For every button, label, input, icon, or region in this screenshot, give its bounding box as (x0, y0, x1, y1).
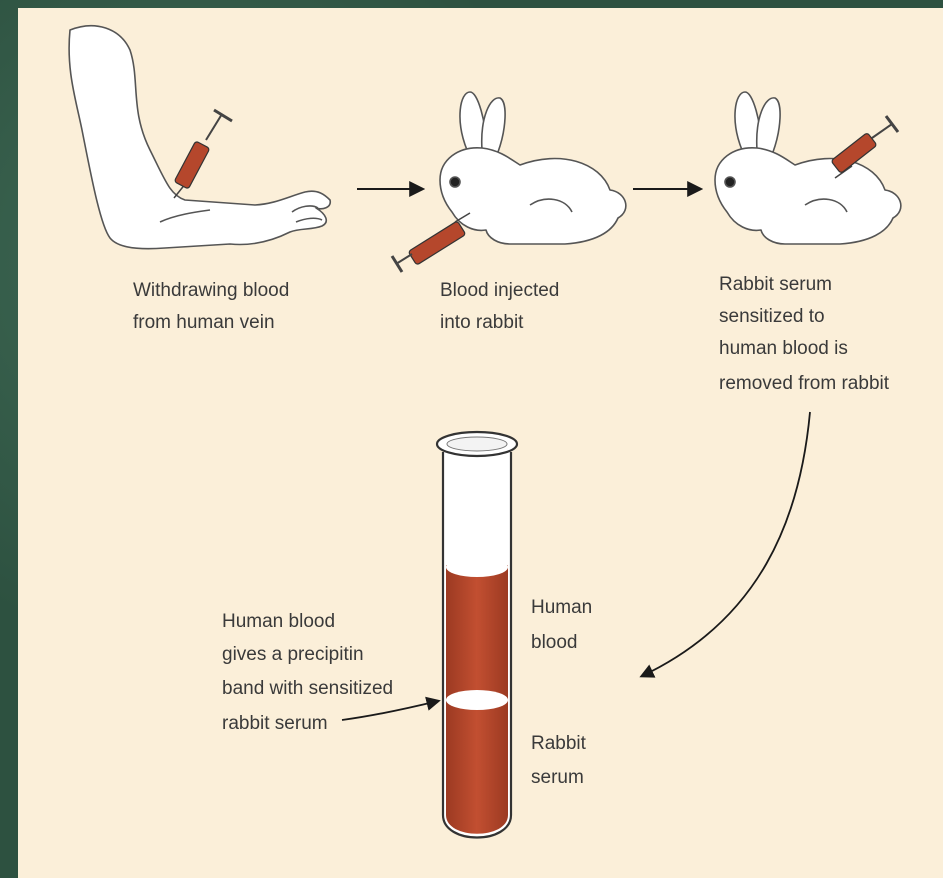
caption-step3-line2: sensitized to (719, 306, 825, 327)
caption-step3-line1: Rabbit serum (719, 274, 832, 295)
label-human-blood-line1: Human (531, 597, 592, 618)
caption-precipitin-line3: band with sensitized (222, 678, 393, 699)
tube-surface-meniscus (446, 557, 508, 577)
caption-step2-line1: Blood injected (440, 280, 559, 301)
caption-step1-line2: from human vein (133, 312, 275, 333)
label-rabbit-serum-line2: serum (531, 767, 584, 788)
caption-step2-line2: into rabbit (440, 312, 524, 333)
caption-precipitin-line2: gives a precipitin (222, 644, 364, 665)
precipitin-band (446, 690, 508, 710)
label-rabbit-serum-line1: Rabbit (531, 733, 587, 754)
caption-step3-line4: removed from rabbit (719, 373, 890, 394)
caption-step3-line3: human blood is (719, 338, 848, 359)
label-human-blood-line2: blood (531, 632, 578, 653)
caption-precipitin-line1: Human blood (222, 611, 335, 632)
test-tube (437, 432, 517, 838)
caption-step1-line1: Withdrawing blood (133, 280, 289, 301)
caption-precipitin-line4: rabbit serum (222, 713, 328, 734)
